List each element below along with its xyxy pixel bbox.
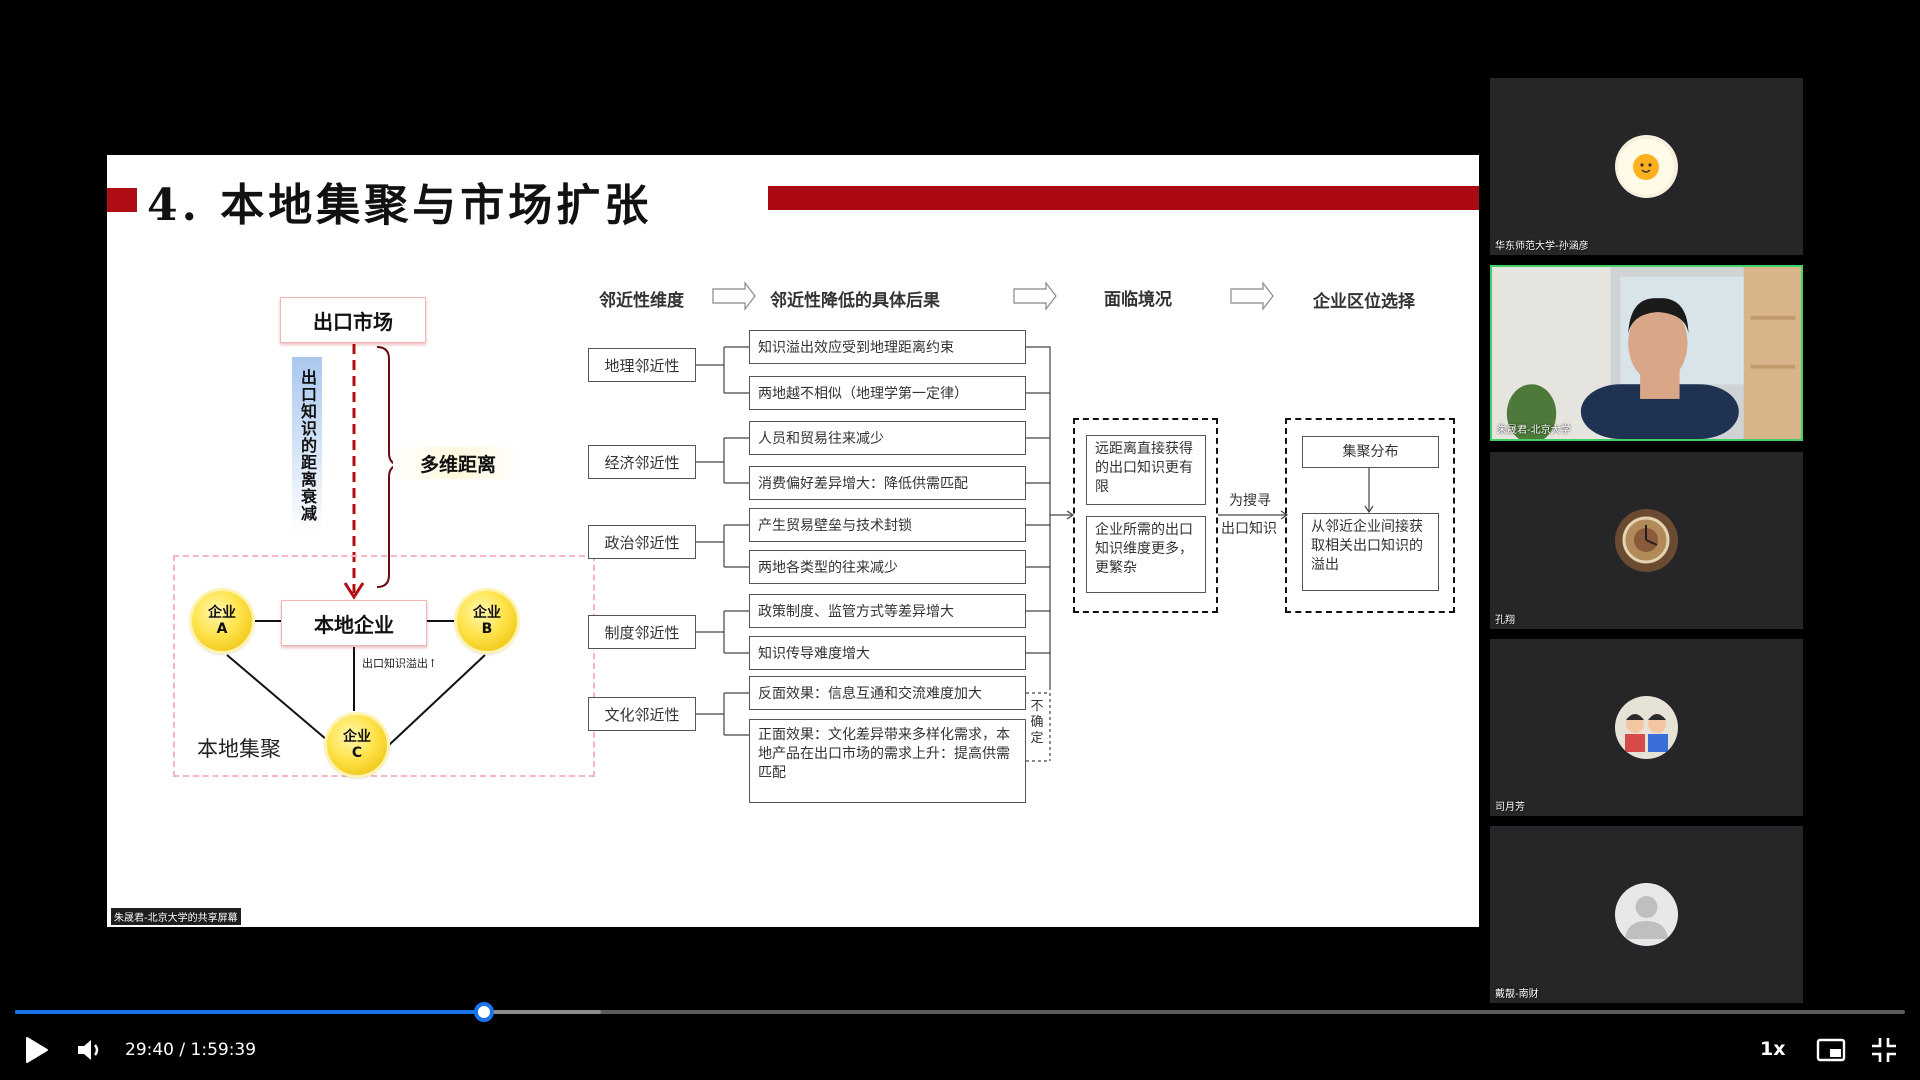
location-choice-group: [1285, 418, 1455, 613]
picture-in-picture-icon: [1816, 1038, 1846, 1062]
cartoon-avatar: [1615, 696, 1678, 759]
firm-a-label: 企业: [208, 605, 236, 621]
exit-fullscreen-icon: [1872, 1038, 1896, 1062]
result-item: 人员和贸易往来减少: [749, 421, 1026, 455]
firm-c-circle: 企业 C: [327, 715, 387, 775]
result-item: 两地各类型的往来减少: [749, 550, 1026, 584]
time-display: 29:40 / 1:59:39: [125, 1040, 257, 1060]
dimension-political: 政治邻近性: [588, 525, 696, 559]
result-item: 政策制度、监管方式等差异增大: [749, 594, 1026, 628]
situation-item: 企业所需的出口知识维度更多，更繁杂: [1086, 516, 1206, 593]
knowledge-spillover-label: 出口知识溢出↑: [362, 657, 438, 670]
participant-name: 朱晟君-北京大学: [1497, 425, 1571, 436]
firm-b-circle: 企业 B: [457, 591, 517, 651]
shared-slide: 4. 本地集聚与市场扩张 出口市场 出口知识的距离衰减 多维距离 本地企业 企业…: [107, 155, 1479, 927]
progress-bar[interactable]: [15, 1002, 1905, 1022]
participant-tile[interactable]: 孔翔: [1490, 452, 1803, 629]
dimension-institutional: 制度邻近性: [588, 615, 696, 649]
progress-played: [15, 1010, 484, 1014]
participant-tile[interactable]: 司月芳: [1490, 639, 1803, 816]
dimension-geographic: 地理邻近性: [588, 348, 696, 382]
firm-b-label: 企业: [473, 605, 501, 621]
exit-fullscreen-button[interactable]: [1868, 1034, 1900, 1066]
title-bar-decoration: [768, 186, 1479, 210]
result-item: 正面效果：文化差异带来多样化需求，本地产品在出口市场的需求上升：提高供需匹配: [749, 719, 1026, 803]
search-knowledge-label-2: 出口知识: [1221, 521, 1277, 537]
firm-a-circle: 企业 A: [192, 591, 252, 651]
camera-feed: [1492, 267, 1801, 439]
choice-spillover: 从邻近企业间接获取相关出口知识的溢出: [1302, 513, 1439, 591]
left-diagram-lines: [226, 344, 486, 746]
participant-name: 戴靓-南财: [1495, 989, 1539, 1000]
volume-icon: [78, 1040, 99, 1060]
result-item: 两地越不相似（地理学第一定律）: [749, 376, 1026, 410]
progress-thumb[interactable]: [473, 1002, 494, 1022]
firm-b-letter: B: [481, 621, 493, 637]
result-item: 反面效果：信息互通和交流难度加大: [749, 676, 1026, 710]
dimension-cultural: 文化邻近性: [588, 697, 696, 731]
firm-c-label: 企业: [343, 729, 371, 745]
participant-name: 华东师范大学-孙涵彦: [1495, 241, 1589, 252]
header-situation: 面临境况: [1104, 290, 1172, 310]
participant-tile[interactable]: 戴靓-南财: [1490, 826, 1803, 1003]
export-market-box: 出口市场: [280, 297, 426, 343]
header-location-choice: 企业区位选择: [1313, 292, 1415, 312]
participant-name: 孔翔: [1495, 615, 1515, 626]
local-cluster-label: 本地集聚: [197, 737, 281, 761]
multi-distance-label: 多维距离: [393, 447, 523, 479]
fried-egg-avatar: [1615, 135, 1678, 198]
flowchart-connectors: [696, 281, 1374, 762]
result-item: 产生贸易壁垒与技术封锁: [749, 508, 1026, 542]
participant-tile-active-speaker[interactable]: 朱晟君-北京大学: [1490, 265, 1803, 441]
choice-cluster: 集聚分布: [1302, 436, 1439, 468]
result-item: 消费偏好差异增大：降低供需匹配: [749, 466, 1026, 500]
search-knowledge-label-1: 为搜寻: [1229, 493, 1271, 509]
result-item: 知识溢出效应受到地理距离约束: [749, 330, 1026, 364]
clock-avatar: [1615, 509, 1678, 572]
playback-speed-button[interactable]: 1x: [1760, 1038, 1786, 1060]
title-marker: [107, 188, 137, 212]
firm-a-letter: A: [216, 621, 228, 637]
distance-decay-label: 出口知识的距离衰减: [292, 357, 322, 533]
header-dimension: 邻近性维度: [599, 291, 684, 311]
default-user-avatar: [1615, 883, 1678, 946]
picture-in-picture-button[interactable]: [1815, 1034, 1847, 1066]
header-consequence: 邻近性降低的具体后果: [770, 291, 940, 311]
volume-button[interactable]: [75, 1034, 107, 1066]
situation-item: 远距离直接获得的出口知识更有限: [1086, 435, 1206, 505]
uncertain-label: 不确定: [1030, 699, 1044, 746]
play-icon: [26, 1037, 48, 1063]
local-firm-box: 本地企业: [281, 600, 427, 646]
dimension-economic: 经济邻近性: [588, 445, 696, 479]
result-item: 知识传导难度增大: [749, 636, 1026, 670]
slide-title: 4. 本地集聚与市场扩张: [147, 180, 653, 231]
local-cluster-region: [173, 555, 595, 777]
participant-tile[interactable]: 华东师范大学-孙涵彦: [1490, 78, 1803, 255]
firm-c-letter: C: [351, 745, 363, 761]
participant-name: 司月芳: [1495, 802, 1525, 813]
screen-share-label: 朱晟君-北京大学的共享屏幕: [111, 908, 241, 925]
situation-group: [1073, 418, 1218, 613]
play-button[interactable]: [22, 1034, 52, 1066]
